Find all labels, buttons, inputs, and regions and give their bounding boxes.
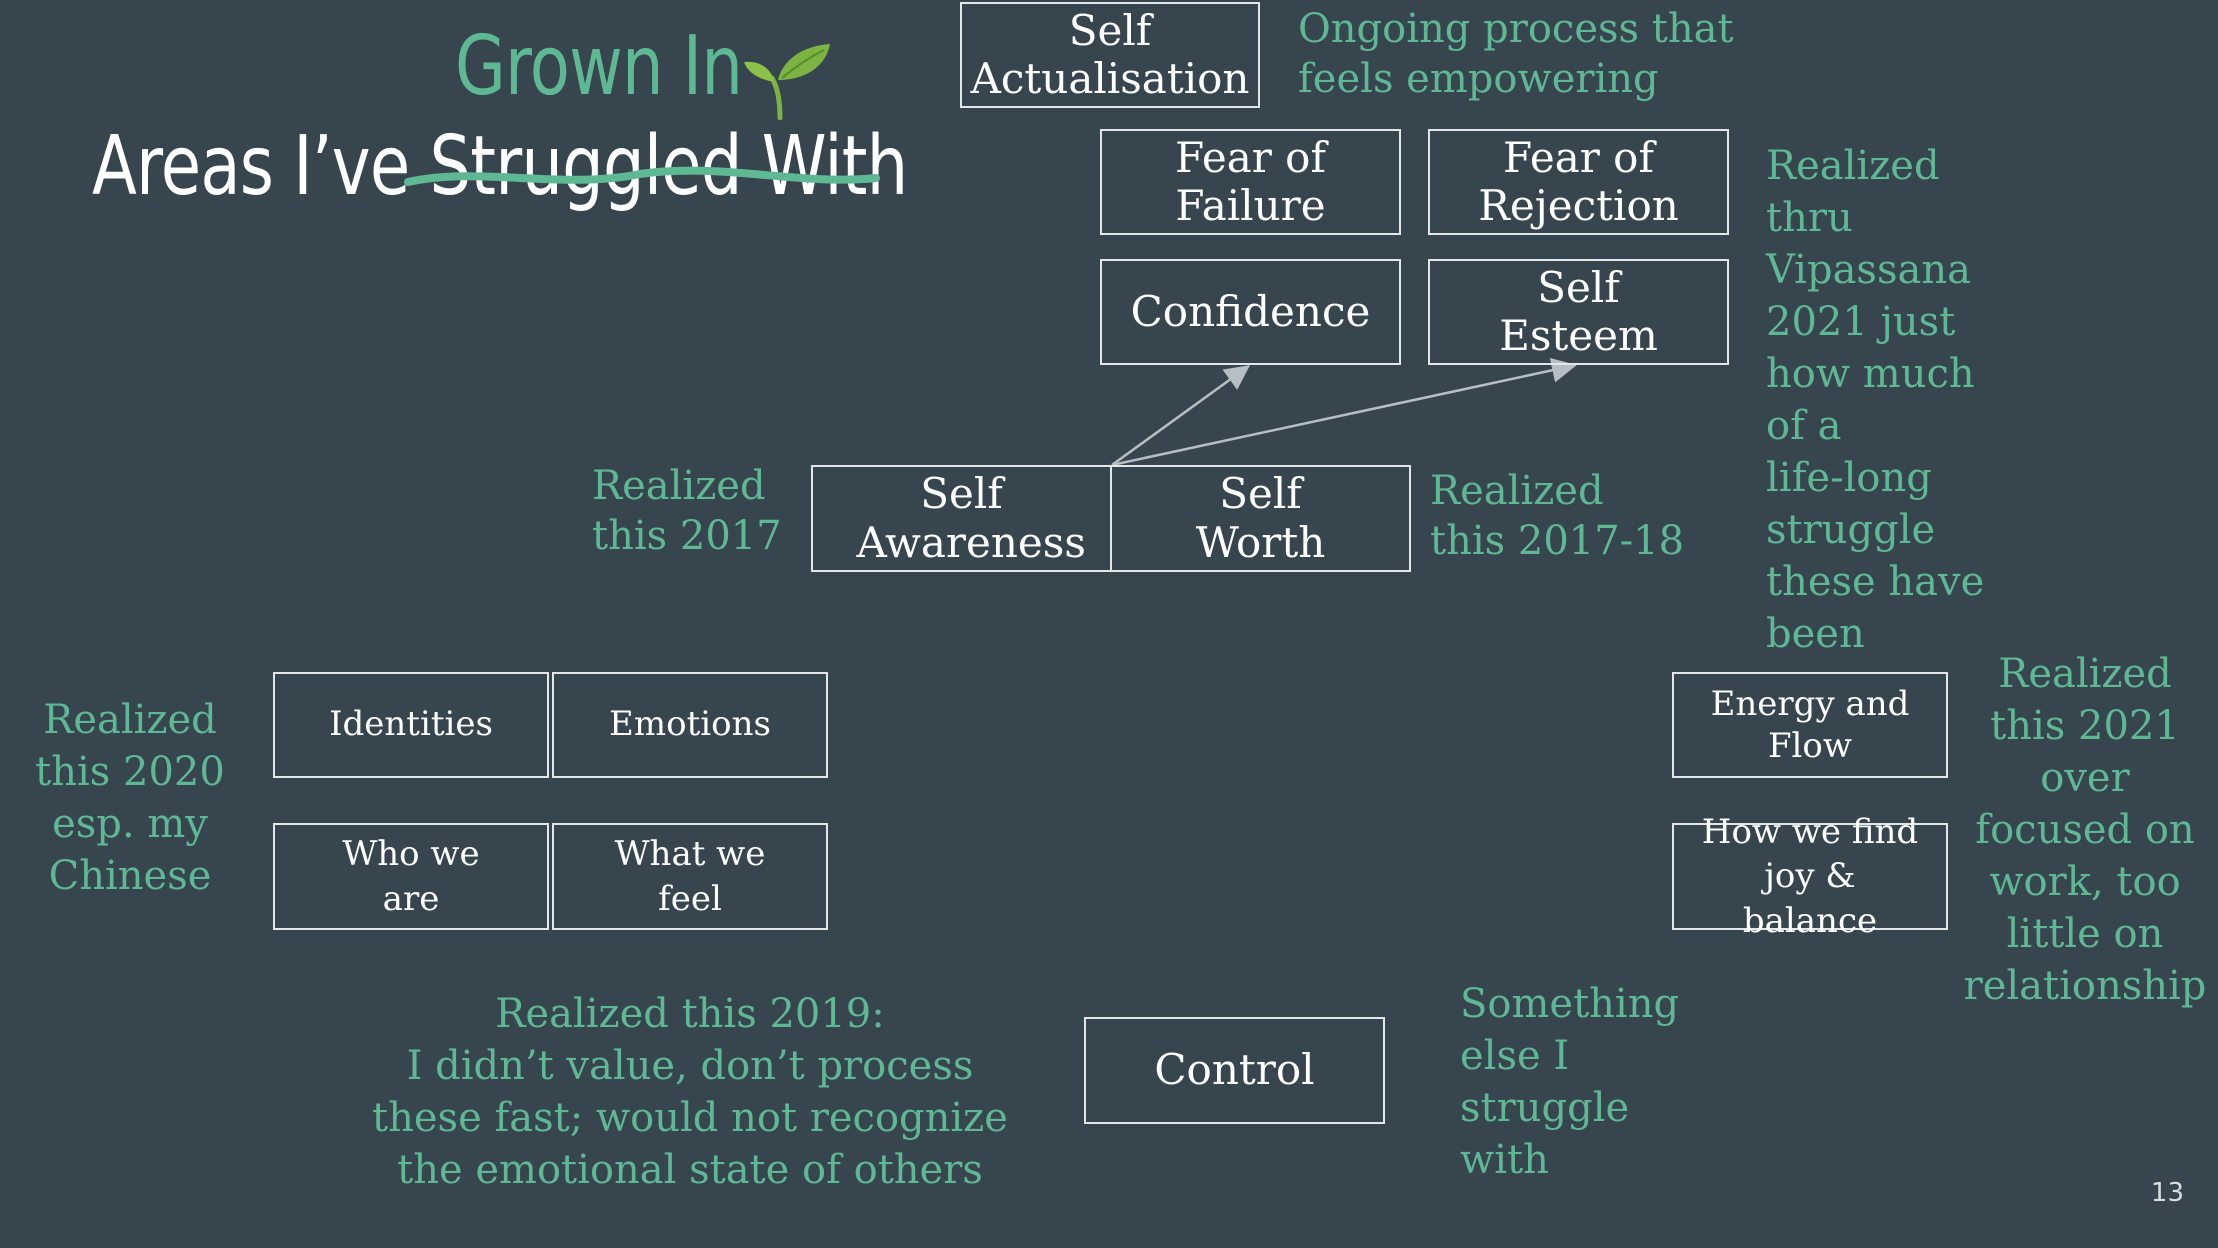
box-who-we-are: Who we are: [273, 823, 549, 930]
sprout-icon: [744, 44, 830, 120]
box-self-awareness-label: Self Awareness: [856, 469, 1086, 567]
box-what-we-feel: What we feel: [552, 823, 828, 930]
note-realized-2020: Realized this 2020 esp. my Chinese: [35, 697, 225, 899]
box-self-awareness: Self Awareness: [811, 465, 1112, 572]
box-fear-of-failure-label: Fear of Failure: [1175, 132, 1326, 230]
page-number: 13: [2150, 1178, 2184, 1208]
box-identities: Identities: [273, 672, 549, 778]
box-control: Control: [1084, 1017, 1385, 1124]
box-fear-of-rejection: Fear of Rejection: [1428, 129, 1729, 235]
box-emotions: Emotions: [552, 672, 828, 778]
arrow-to-confidence: [1111, 365, 1251, 467]
strikethrough-scribble: [404, 166, 880, 186]
box-who-we-are-label: Who we are: [342, 834, 480, 919]
note-vipassana: Realized thru Vipassana 2021 just how mu…: [1766, 143, 1985, 657]
note-realized-2017-18: Realized this 2017-18: [1430, 468, 1685, 565]
title-grown-in: Grown In: [455, 18, 743, 116]
title-grown-text: Grown In: [455, 19, 743, 114]
box-emotions-label: Emotions: [609, 704, 771, 745]
box-control-label: Control: [1154, 1045, 1315, 1095]
note-realized-2017: Realized this 2017: [592, 463, 782, 560]
box-energy-and-flow: Energy and Flow: [1672, 672, 1948, 778]
note-realized-2019: Realized this 2019: I didn’t value, don’…: [372, 991, 1008, 1193]
box-confidence: Confidence: [1100, 259, 1401, 365]
box-joy-and-balance-label: How we find joy & balance: [1701, 812, 1919, 941]
box-self-actualisation: Self Actualisation: [960, 2, 1260, 108]
box-fear-of-failure: Fear of Failure: [1100, 129, 1401, 235]
note-ongoing-process: Ongoing process that feels empowering: [1298, 6, 1734, 103]
title-struck-text: Struggled With: [429, 119, 908, 214]
box-self-esteem: Self Esteem: [1428, 259, 1729, 365]
box-confidence-label: Confidence: [1130, 286, 1371, 336]
box-fear-of-rejection-label: Fear of Rejection: [1478, 132, 1679, 230]
box-self-esteem-label: Self Esteem: [1499, 262, 1658, 360]
box-what-we-feel-label: What we feel: [614, 834, 766, 919]
box-self-worth-label: Self Worth: [1195, 469, 1326, 567]
box-joy-and-balance: How we find joy & balance: [1672, 812, 1948, 941]
note-something-else: Something else I struggle with: [1460, 981, 1680, 1183]
title-areas-text: Areas I’ve: [92, 119, 430, 214]
box-energy-and-flow-label: Energy and Flow: [1710, 683, 1910, 767]
note-realized-2021: Realized this 2021 over focused on work,…: [1963, 651, 2207, 1009]
arrow-to-self-esteem: [1111, 357, 1577, 467]
box-identities-label: Identities: [329, 704, 493, 745]
title-areas: Areas I’ve Struggled With: [92, 118, 908, 216]
box-self-actualisation-label: Self Actualisation: [970, 5, 1250, 103]
box-self-worth: Self Worth: [1110, 465, 1411, 572]
